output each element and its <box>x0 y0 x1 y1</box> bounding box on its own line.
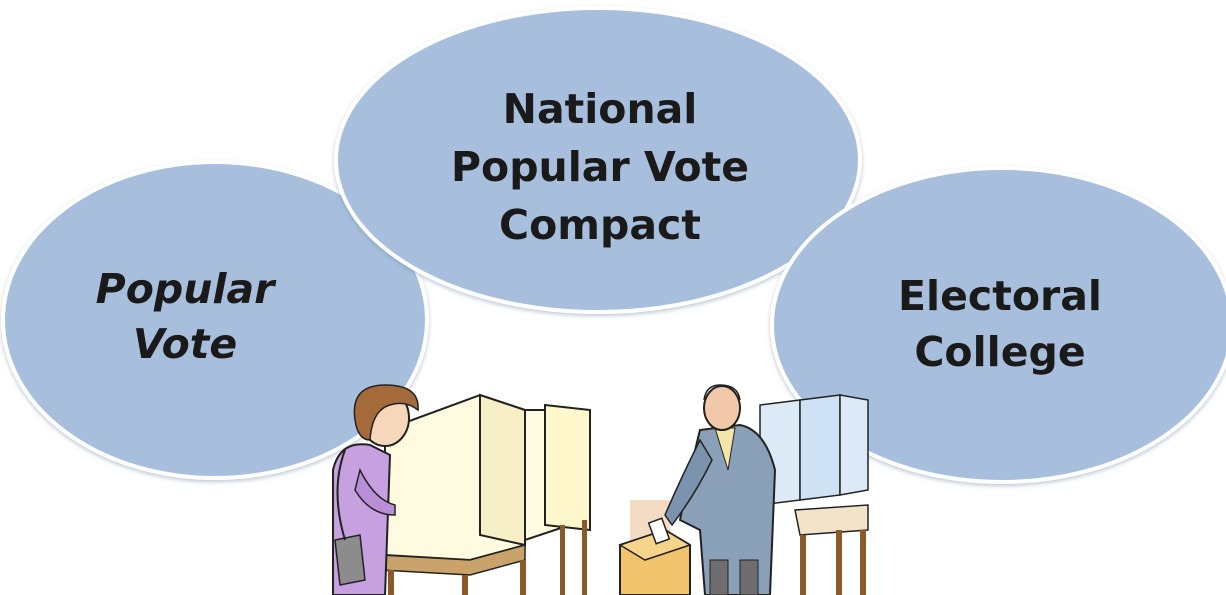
electoral-college-label: Electoral College <box>870 268 1130 380</box>
popular-vote-label: Popular Vote <box>70 262 300 372</box>
woman-voting-booth-illustration <box>332 384 591 595</box>
popular-vote-line-2: Vote <box>132 320 238 368</box>
popular-vote-line-1: Popular <box>95 265 275 313</box>
oval-popular-vote <box>1 160 429 480</box>
npv-line-3: Compact <box>499 201 701 249</box>
oval-national-popular-vote-compact <box>334 6 862 314</box>
npv-line-1: National <box>502 85 698 133</box>
oval-electoral-college <box>770 166 1226 484</box>
npv-line-2: Popular Vote <box>450 143 750 191</box>
national-popular-vote-compact-label: National Popular Vote Compact <box>430 80 770 254</box>
electoral-college-line-1: Electoral <box>898 272 1102 320</box>
man-ballot-box-illustration <box>618 384 869 595</box>
electoral-college-line-2: College <box>914 328 1086 376</box>
